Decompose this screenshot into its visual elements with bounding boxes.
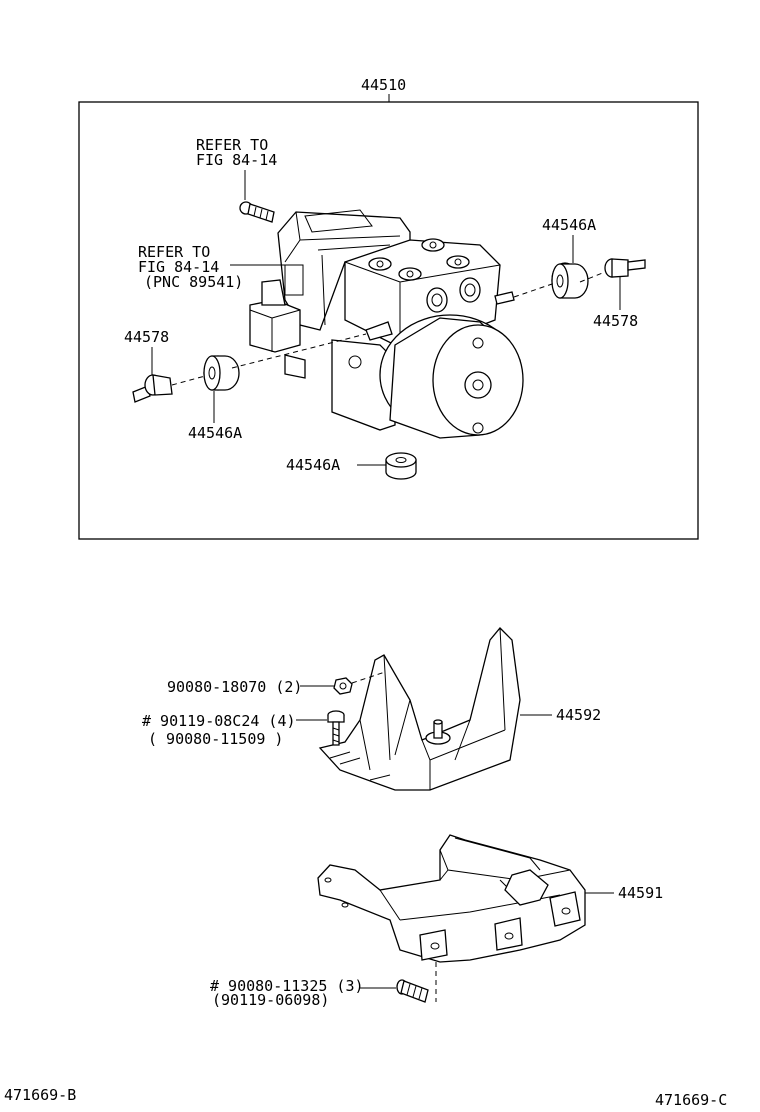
refer-mid-line-2: FIG 84-14 xyxy=(138,258,219,276)
bolt-a-line-2: ( 90080-11509 ) xyxy=(148,730,283,748)
bolt-a-line-1: # 90119-08C24 (4) xyxy=(142,712,296,730)
cushion-bottom-label: 44546A xyxy=(286,456,340,474)
abs-actuator xyxy=(249,209,524,439)
nut-label: 90080-18070 (2) xyxy=(167,678,302,696)
refer-top-line-1: REFER TO xyxy=(196,136,268,154)
bolt-left xyxy=(132,374,173,403)
bolt-right xyxy=(604,258,646,278)
bolt-b-line-1: # 90080-11325 (3) xyxy=(210,977,364,995)
bolt-b-line-2: (90119-06098) xyxy=(212,991,329,1009)
ecu-bolt xyxy=(239,201,275,223)
bolt-right-label: 44578 xyxy=(593,312,638,330)
bracket-lower xyxy=(317,834,586,963)
bracket-upper-label: 44592 xyxy=(556,706,601,724)
cushion-bottom xyxy=(385,452,417,480)
cushion-left xyxy=(203,355,240,391)
bolt-b xyxy=(396,979,429,1003)
cushion-right-label: 44546A xyxy=(542,216,596,234)
assembly-frame xyxy=(78,101,699,540)
cushion-right xyxy=(551,262,589,299)
refer-mid-line-3: (PNC 89541) xyxy=(144,273,243,291)
nut xyxy=(333,677,353,695)
footer-code-right: 471669-C xyxy=(655,1091,727,1109)
bolt-left-label: 44578 xyxy=(124,328,169,346)
bolt-a xyxy=(327,710,345,746)
bracket-lower-label: 44591 xyxy=(618,884,663,902)
refer-top-line-2: FIG 84-14 xyxy=(196,151,277,169)
footer-code-left: 471669-B xyxy=(4,1086,76,1104)
assembly-label: 44510 xyxy=(361,76,406,94)
bracket-upper xyxy=(318,627,521,791)
cushion-left-label: 44546A xyxy=(188,424,242,442)
refer-mid-line-1: REFER TO xyxy=(138,243,210,261)
